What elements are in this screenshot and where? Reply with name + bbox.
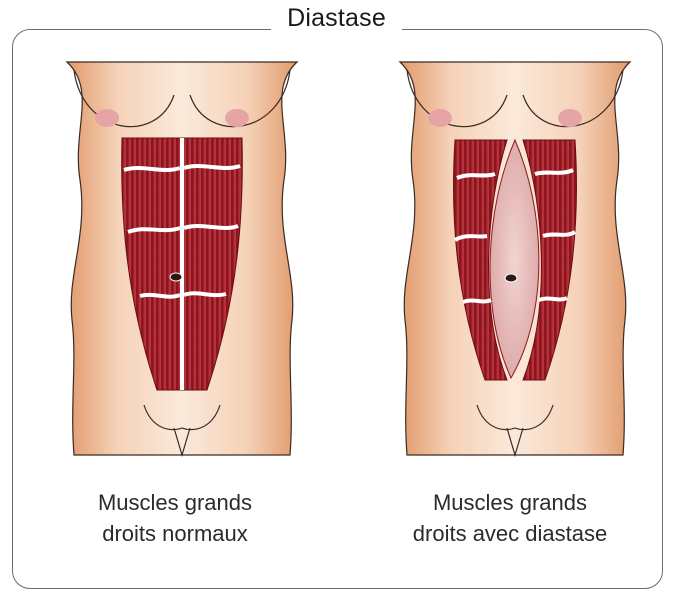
areola-left-2 [428, 109, 452, 127]
areola-left-1 [95, 109, 119, 127]
diastasis-abdomen-illustration [395, 60, 635, 460]
caption-diastasis: Muscles grands droits avec diastase [375, 487, 645, 549]
caption-normal: Muscles grands droits normaux [40, 487, 310, 549]
caption-normal-line1: Muscles grands [40, 487, 310, 518]
normal-abdomen-illustration [62, 60, 302, 460]
caption-diastasis-line1: Muscles grands [375, 487, 645, 518]
navel-1 [170, 273, 182, 281]
title-bar: Diastase [0, 4, 673, 33]
figure-title: Diastase [271, 4, 402, 32]
caption-diastasis-line2: droits avec diastase [375, 518, 645, 549]
areola-right-1 [225, 109, 249, 127]
navel-2 [505, 274, 517, 282]
caption-normal-line2: droits normaux [40, 518, 310, 549]
areola-right-2 [558, 109, 582, 127]
